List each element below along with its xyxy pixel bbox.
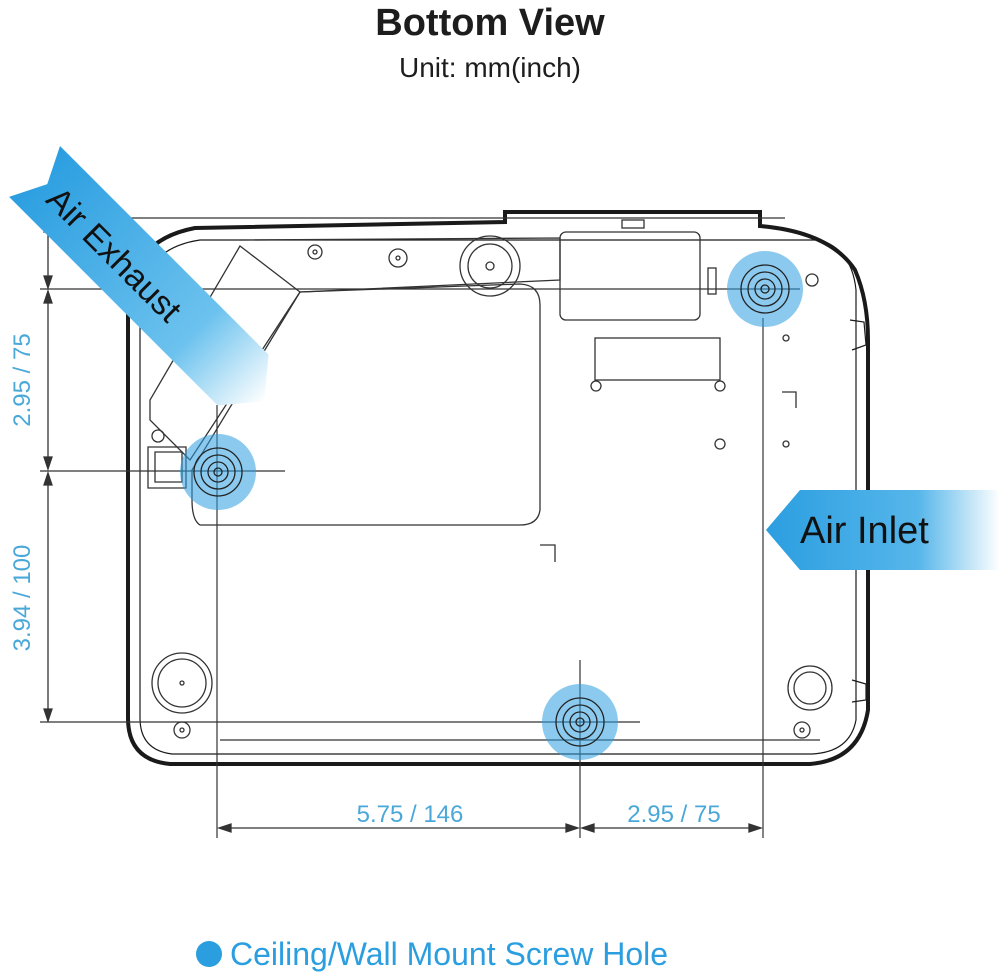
dimension-bottom-right: 2.95 / 75 (627, 801, 720, 828)
page-subtitle: Unit: mm(inch) (398, 52, 581, 83)
dimension-left-lower: 3.94 / 100 (9, 545, 36, 652)
legend-text: Ceiling/Wall Mount Screw Hole (230, 935, 669, 972)
rubber-foot-right (787, 665, 833, 711)
page-title: Bottom View (375, 2, 605, 44)
dimension-lines (43, 217, 764, 833)
focus-gear-icon (459, 235, 521, 297)
mount-screw-hole-bottom (542, 684, 618, 760)
mount-screw-hole-top-right (727, 251, 803, 327)
legend: Ceiling/Wall Mount Screw Hole (196, 932, 668, 976)
rubber-foot-left (151, 652, 213, 714)
air-inlet-banner: Air Inlet (766, 490, 1000, 570)
legend-dot-icon (196, 941, 222, 967)
dimension-bottom-left: 5.75 / 146 (357, 801, 464, 828)
air-inlet-label: Air Inlet (800, 510, 929, 552)
mount-screw-hole-left (180, 434, 256, 510)
small-screws (151, 244, 819, 739)
air-exhaust-banner: Air Exhaust (9, 146, 269, 406)
dimension-left-upper: 2.95 / 75 (9, 333, 36, 426)
